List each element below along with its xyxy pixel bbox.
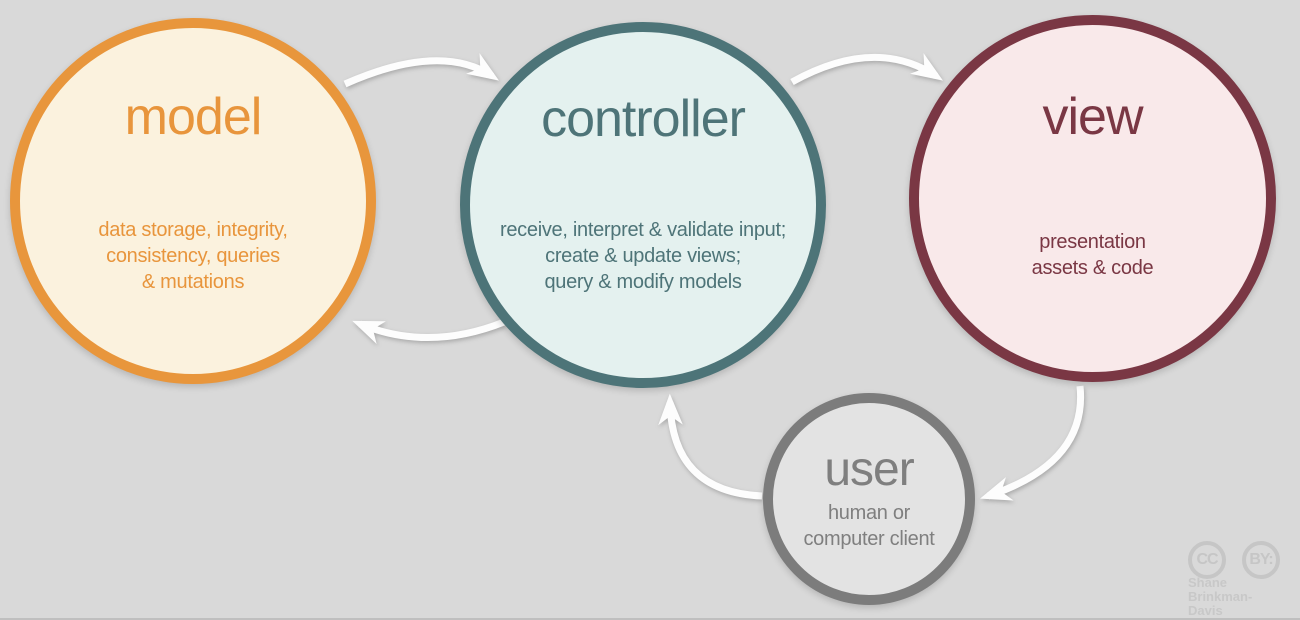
arrow-view-to-user (980, 385, 1085, 501)
controller-node: controller receive, interpret & validate… (460, 22, 826, 388)
view-description: presentation assets & code (1031, 231, 1154, 279)
arrow-user-to-controller (658, 393, 763, 500)
by-icon: BY: (1242, 541, 1280, 579)
arrow-controller-to-view (790, 53, 944, 86)
user-node: user human or computer client (763, 393, 975, 605)
controller-title: controller (541, 90, 746, 148)
model-description: data storage, integrity, consistency, qu… (98, 219, 288, 293)
model-title: model (124, 88, 263, 146)
cc-icon: CC (1188, 541, 1226, 579)
arrow-controller-to-model (352, 318, 506, 345)
author-name: Shane Brinkman-Davis (1188, 575, 1253, 618)
view-node: view presentation assets & code (909, 15, 1276, 382)
controller-description: receive, interpret & validate input; cre… (499, 219, 787, 293)
user-description: human or computer client (803, 502, 935, 550)
model-node: model data storage, integrity, consisten… (10, 18, 376, 384)
bottom-edge-divider (0, 618, 1300, 620)
arrow-model-to-controller (343, 53, 500, 88)
view-title: view (1042, 88, 1143, 146)
user-title: user (824, 443, 914, 496)
